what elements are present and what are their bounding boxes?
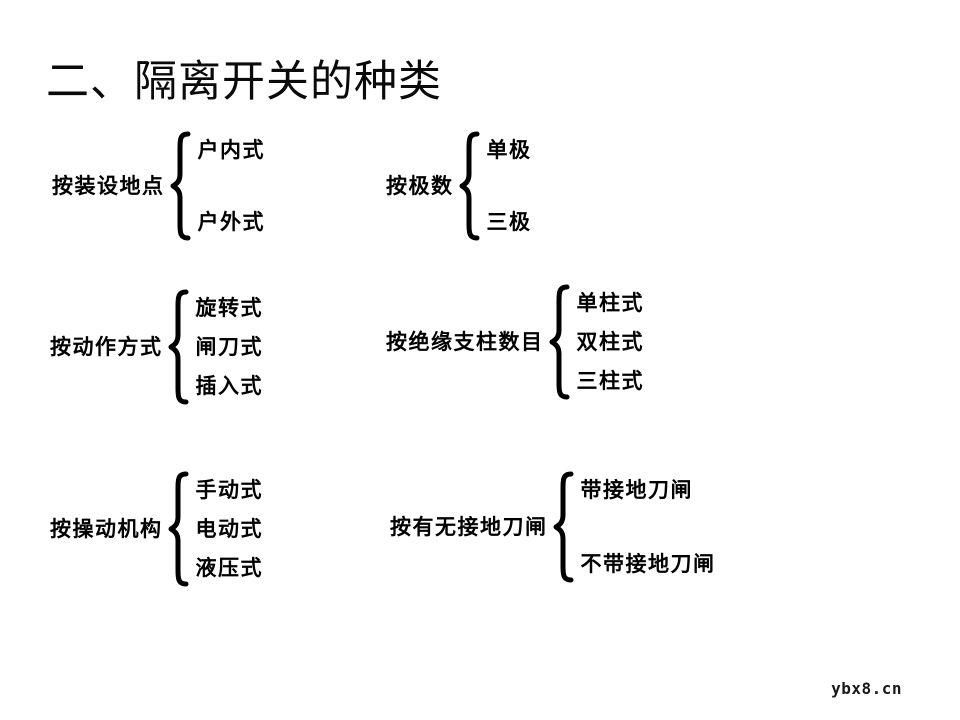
category-label: 按动作方式 (50, 335, 163, 359)
branch-item: 三极 (486, 210, 532, 234)
curly-brace-icon (549, 283, 571, 401)
branch-item: 带接地刀闸 (580, 478, 693, 502)
branch-list: 带接地刀闸 不带接地刀闸 (581, 477, 716, 577)
branch-item: 户外式 (197, 210, 265, 234)
category-label: 按操动机构 (50, 517, 163, 541)
category-label: 按有无接地刀闸 (390, 515, 548, 539)
branch-item: 插入式 (195, 374, 263, 398)
curly-brace-icon (553, 470, 575, 584)
branch-item: 单柱式 (576, 291, 644, 315)
branch-list: 户内式 户外式 (198, 137, 266, 235)
branch-list: 手动式 电动式 液压式 (196, 477, 264, 581)
category-group-pillars: 按绝缘支柱数目 单柱式 双柱式 三柱式 (386, 283, 644, 401)
branch-item: 液压式 (195, 556, 263, 580)
category-label: 按装设地点 (52, 174, 165, 198)
category-group-poles: 按极数 单极 三极 (386, 130, 532, 242)
branch-list: 旋转式 闸刀式 插入式 (196, 295, 264, 399)
branch-item: 电动式 (195, 517, 263, 541)
category-group-earthing: 按有无接地刀闸 带接地刀闸 不带接地刀闸 (390, 470, 716, 584)
branch-item: 闸刀式 (195, 335, 263, 359)
category-group-install: 按装设地点 户内式 户外式 (52, 130, 265, 242)
branch-item: 不带接地刀闸 (580, 552, 716, 576)
branch-item: 旋转式 (195, 296, 263, 320)
category-label: 按极数 (386, 174, 454, 198)
category-label: 按绝缘支柱数目 (386, 330, 544, 354)
branch-item: 户内式 (197, 138, 265, 162)
page-title: 二、隔离开关的种类 (46, 57, 442, 107)
branch-item: 手动式 (195, 478, 263, 502)
branch-item: 三柱式 (576, 369, 644, 393)
curly-brace-icon (170, 130, 192, 242)
curly-brace-icon (168, 470, 190, 588)
branch-item: 单极 (486, 138, 532, 162)
curly-brace-icon (168, 288, 190, 406)
curly-brace-icon (459, 130, 481, 242)
category-group-action: 按动作方式 旋转式 闸刀式 插入式 (50, 288, 263, 406)
branch-list: 单柱式 双柱式 三柱式 (577, 290, 645, 394)
watermark: ybx8.cn (831, 679, 902, 698)
branch-item: 双柱式 (576, 330, 644, 354)
branch-list: 单极 三极 (487, 137, 532, 235)
category-group-mechanism: 按操动机构 手动式 电动式 液压式 (50, 470, 263, 588)
